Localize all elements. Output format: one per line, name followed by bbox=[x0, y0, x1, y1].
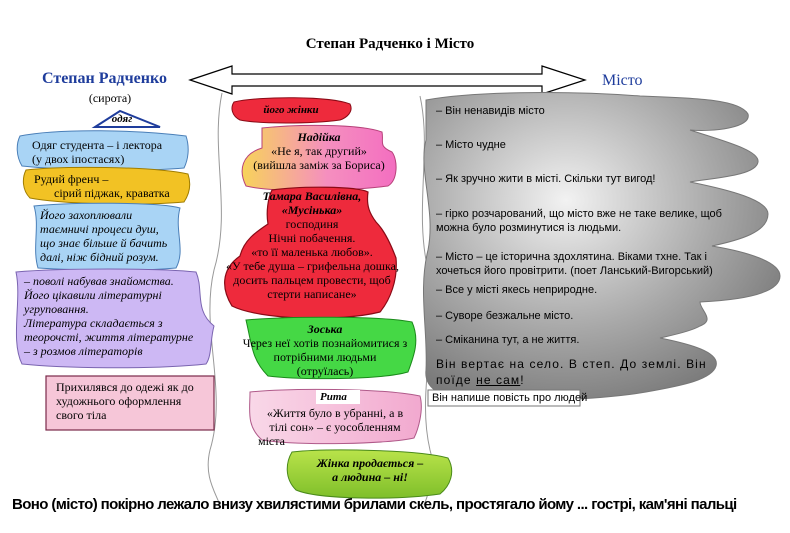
city-item: – гірко розчарований, що місто вже не та… bbox=[436, 208, 722, 220]
sold-block: Жінка продається – а людина – ні! bbox=[292, 456, 448, 484]
literature-line: – з розмов літераторів bbox=[24, 344, 143, 358]
zoska-block: Зоська Через неї хотів познайомитися з п… bbox=[232, 322, 418, 378]
return-exclaim: ! bbox=[520, 373, 525, 387]
tamara-name: Тамара Василівна, bbox=[262, 189, 362, 203]
nadiyka-block-bg bbox=[241, 124, 397, 191]
french-line: сірий піджак, краватка bbox=[54, 186, 170, 200]
literature-line: Його цікавили літературні bbox=[24, 288, 162, 302]
women-label: його жінки bbox=[263, 104, 319, 116]
tamara-line: господиня bbox=[285, 217, 339, 231]
appearance-line: Прихилявся до одежі як до bbox=[56, 380, 194, 394]
bottom-quote: Воно (місто) покірно лежало внизу хвиляс… bbox=[12, 496, 737, 513]
tamara-line: стерти написане» bbox=[267, 287, 357, 301]
interests-block-bg bbox=[33, 202, 181, 271]
rita-block: «Життя було в убранні, а в тілі сон» – є… bbox=[250, 406, 420, 448]
return-line-2: поїде не сам! bbox=[436, 372, 707, 388]
literature-line: Література складається з bbox=[24, 316, 163, 330]
tamara-block: Тамара Василівна, «Мусінька» господиня Н… bbox=[226, 189, 399, 301]
sold-line: а людина – ні! bbox=[332, 470, 408, 484]
tamara-block-bg bbox=[224, 186, 397, 319]
tamara-line: «то її маленька любов». bbox=[251, 245, 373, 259]
city-item: – Місто – це історична здохлятина. Вікам… bbox=[436, 251, 707, 263]
clothing-block-bg bbox=[16, 130, 189, 171]
rita-line: «Життя було в убранні, а в bbox=[266, 406, 404, 420]
appearance-line: художнього оформлення bbox=[56, 394, 182, 408]
tamara-line: «У тебе душа – грифельна дошка, bbox=[226, 259, 399, 273]
city-item: хочеться його провітрити. (поет Ланський… bbox=[436, 265, 713, 277]
literature-line: теорочсті, життя літературне bbox=[24, 330, 194, 344]
rita-name: Рита bbox=[320, 391, 347, 403]
rita-block-bg bbox=[249, 388, 422, 445]
appearance-block: Прихилявся до одежі як до художнього офо… bbox=[56, 380, 194, 422]
rita-note: Він напише повість про людей bbox=[432, 392, 588, 404]
interests-line: що знає більше й бачить bbox=[40, 236, 168, 250]
page-title: Степан Радченко і Місто bbox=[305, 36, 475, 52]
nadiyka-line: (вийшла заміж за Бориса) bbox=[253, 158, 385, 172]
rita-note-bg bbox=[427, 389, 581, 407]
return-line-1: Він вертає на село. В степ. До землі. Ві… bbox=[436, 357, 707, 371]
rita-line: міста bbox=[258, 434, 285, 448]
zoska-name: Зоська bbox=[307, 322, 343, 336]
clothing-block: Одяг студента – і лектора (у двох іпоста… bbox=[32, 138, 162, 166]
return-text: Він вертає на село. В степ. До землі. Ві… bbox=[436, 356, 707, 388]
sold-line: Жінка продається – bbox=[316, 456, 424, 470]
nadiyka-block: Надійка «Не я, так другий» (вийшла заміж… bbox=[244, 130, 394, 172]
stepan-name: Степан Радченко bbox=[42, 70, 167, 87]
appearance-line: свого тіла bbox=[56, 408, 107, 422]
interests-line: таємничі процеси душ, bbox=[40, 222, 159, 236]
nadiyka-name: Надійка bbox=[297, 130, 341, 144]
zoska-line: Через неї хотів познайомитися з bbox=[242, 336, 408, 350]
appearance-block-bg bbox=[45, 375, 215, 431]
literature-block: – поволі набував знайомства. Його цікави… bbox=[24, 274, 193, 358]
center-column-left-edge bbox=[207, 92, 223, 506]
city-header: Місто bbox=[602, 72, 643, 89]
city-item: – Як зручно жити в місті. Скільки тут ви… bbox=[436, 173, 656, 185]
french-block: Рудий френч – сірий піджак, краватка bbox=[34, 172, 170, 200]
women-label-bg bbox=[231, 97, 352, 124]
tamara-line: Нічні побачення. bbox=[268, 231, 356, 245]
tamara-line: досить пальцем провести, щоб bbox=[233, 273, 391, 287]
literature-block-bg bbox=[15, 268, 215, 369]
rita-line: тілі сон» – є уособленням bbox=[269, 420, 401, 434]
sold-block-bg bbox=[286, 449, 453, 499]
interests-block: Його захоплювали таємничі процеси душ, щ… bbox=[40, 208, 167, 264]
rita-name-bg bbox=[316, 390, 360, 404]
literature-line: угруповання. bbox=[24, 302, 89, 316]
city-item: – Суворе безжальне місто. bbox=[436, 310, 574, 322]
zoska-line: потрібними людьми bbox=[273, 350, 377, 364]
zoska-line: (отруїлась) bbox=[296, 364, 354, 378]
clothing-line: (у двох іпостасях) bbox=[32, 152, 125, 166]
city-item: можна було розминутися із людьми. bbox=[436, 222, 622, 234]
double-arrow bbox=[188, 65, 587, 95]
french-block-bg bbox=[22, 166, 191, 205]
french-line: Рудий френч – bbox=[34, 172, 109, 186]
city-item: – Все у місті якесь неприродне. bbox=[436, 284, 598, 296]
return-go: поїде bbox=[436, 373, 472, 387]
nadiyka-line: «Не я, так другий» bbox=[271, 144, 367, 158]
city-item: – Сміканина тут, а не життя. bbox=[436, 334, 580, 346]
orphan-label: (сирота) bbox=[88, 91, 132, 105]
clothing-label: одяг bbox=[111, 113, 133, 125]
city-item: – Він ненавидів місто bbox=[436, 105, 545, 117]
tamara-name: «Мусінька» bbox=[281, 203, 343, 217]
clothing-triangle bbox=[91, 109, 161, 128]
literature-line: – поволі набував знайомства. bbox=[24, 274, 174, 288]
zoska-block-bg bbox=[245, 316, 417, 380]
clothing-line: Одяг студента – і лектора bbox=[32, 138, 163, 152]
interests-line: далі, ніж бідний розум. bbox=[40, 250, 159, 264]
city-item: – Місто чудне bbox=[436, 139, 506, 151]
return-not-alone: не сам bbox=[476, 373, 521, 387]
interests-line: Його захоплювали bbox=[40, 208, 133, 222]
